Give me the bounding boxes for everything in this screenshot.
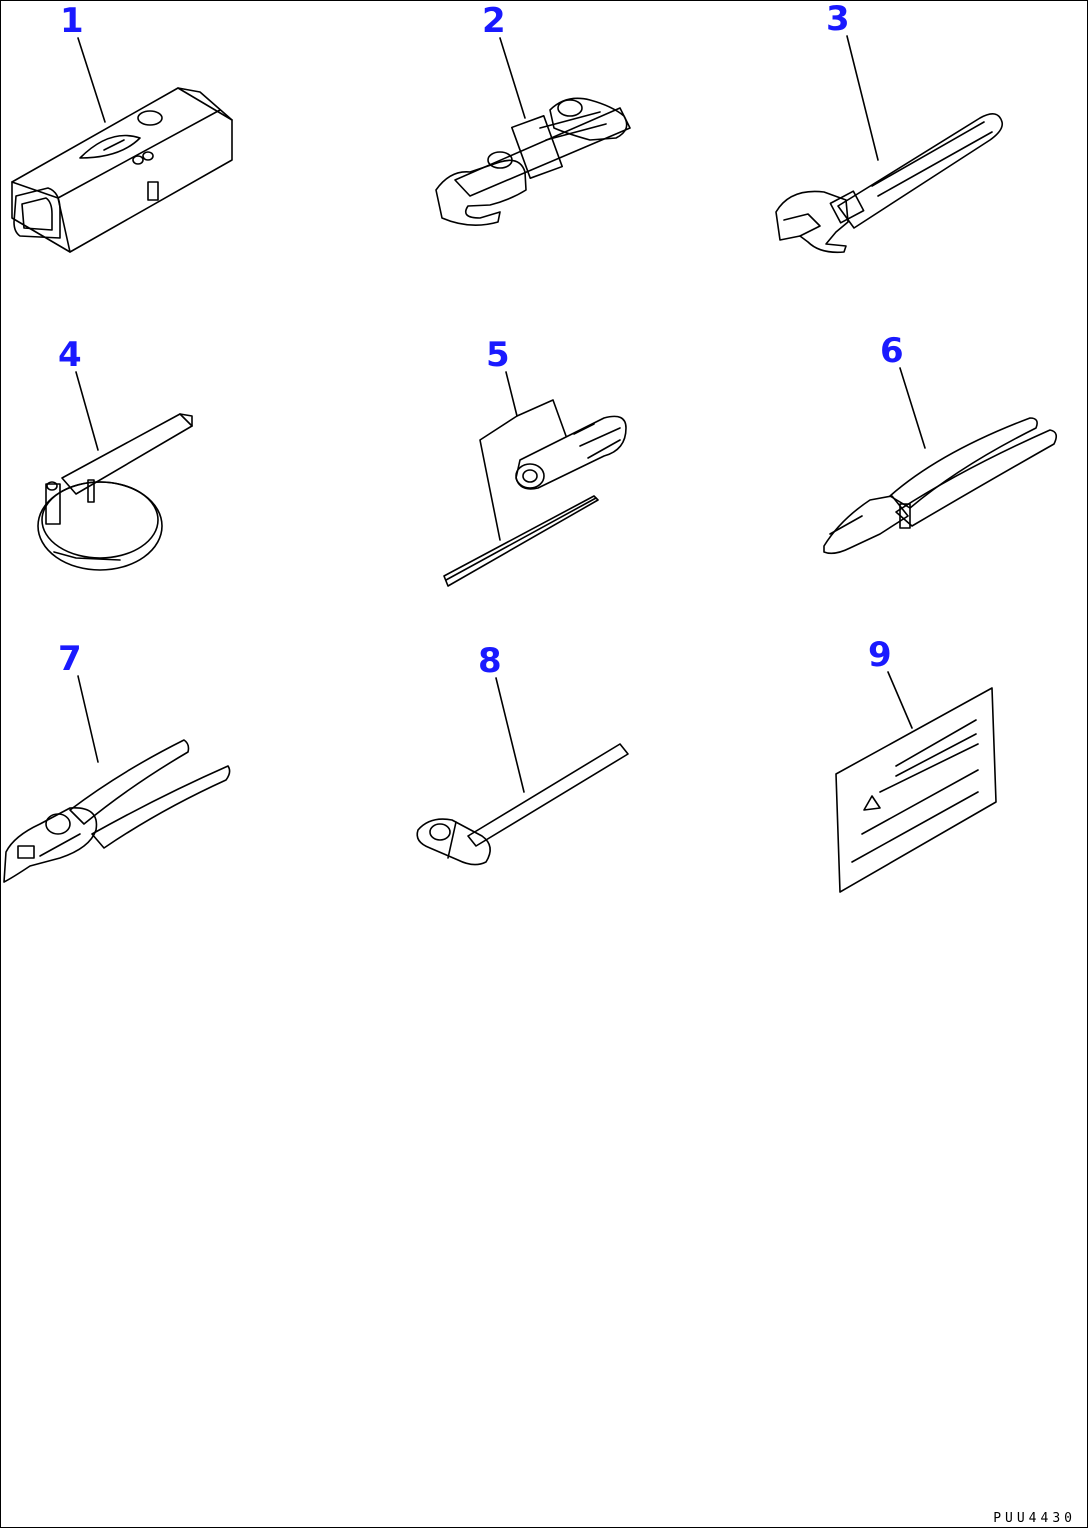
callout-8: 8 <box>478 641 502 681</box>
callout-1: 1 <box>60 1 84 41</box>
callout-9: 9 <box>868 635 892 675</box>
tool-case-icon <box>11 87 233 253</box>
leader-7 <box>77 675 99 763</box>
leader-5b <box>479 415 518 541</box>
callout-5: 5 <box>486 335 510 375</box>
pliers-icon <box>823 417 1058 555</box>
double-ended-wrench-icon <box>435 97 631 226</box>
leader-8 <box>495 677 525 793</box>
leader-9 <box>887 671 913 729</box>
adjustable-wrench-icon <box>775 113 1004 254</box>
drawing-number: PUU4430 <box>993 1511 1076 1526</box>
callout-2: 2 <box>482 1 506 41</box>
callout-7: 7 <box>58 639 82 679</box>
leader-3 <box>846 35 879 161</box>
callout-3: 3 <box>826 0 850 39</box>
label-plate-icon <box>835 687 997 893</box>
leader-2 <box>499 37 526 119</box>
callout-4: 4 <box>58 335 82 375</box>
leader-5 <box>505 371 567 437</box>
hammer-icon <box>416 743 629 866</box>
leader-1 <box>77 37 106 123</box>
leader-6 <box>899 367 926 449</box>
leader-4 <box>75 371 99 451</box>
leader-lines <box>75 35 926 793</box>
socket-and-bar-icon <box>443 415 627 587</box>
callout-6: 6 <box>880 331 904 371</box>
slip-joint-pliers-icon <box>3 739 231 883</box>
filter-wrench-icon <box>37 413 193 571</box>
